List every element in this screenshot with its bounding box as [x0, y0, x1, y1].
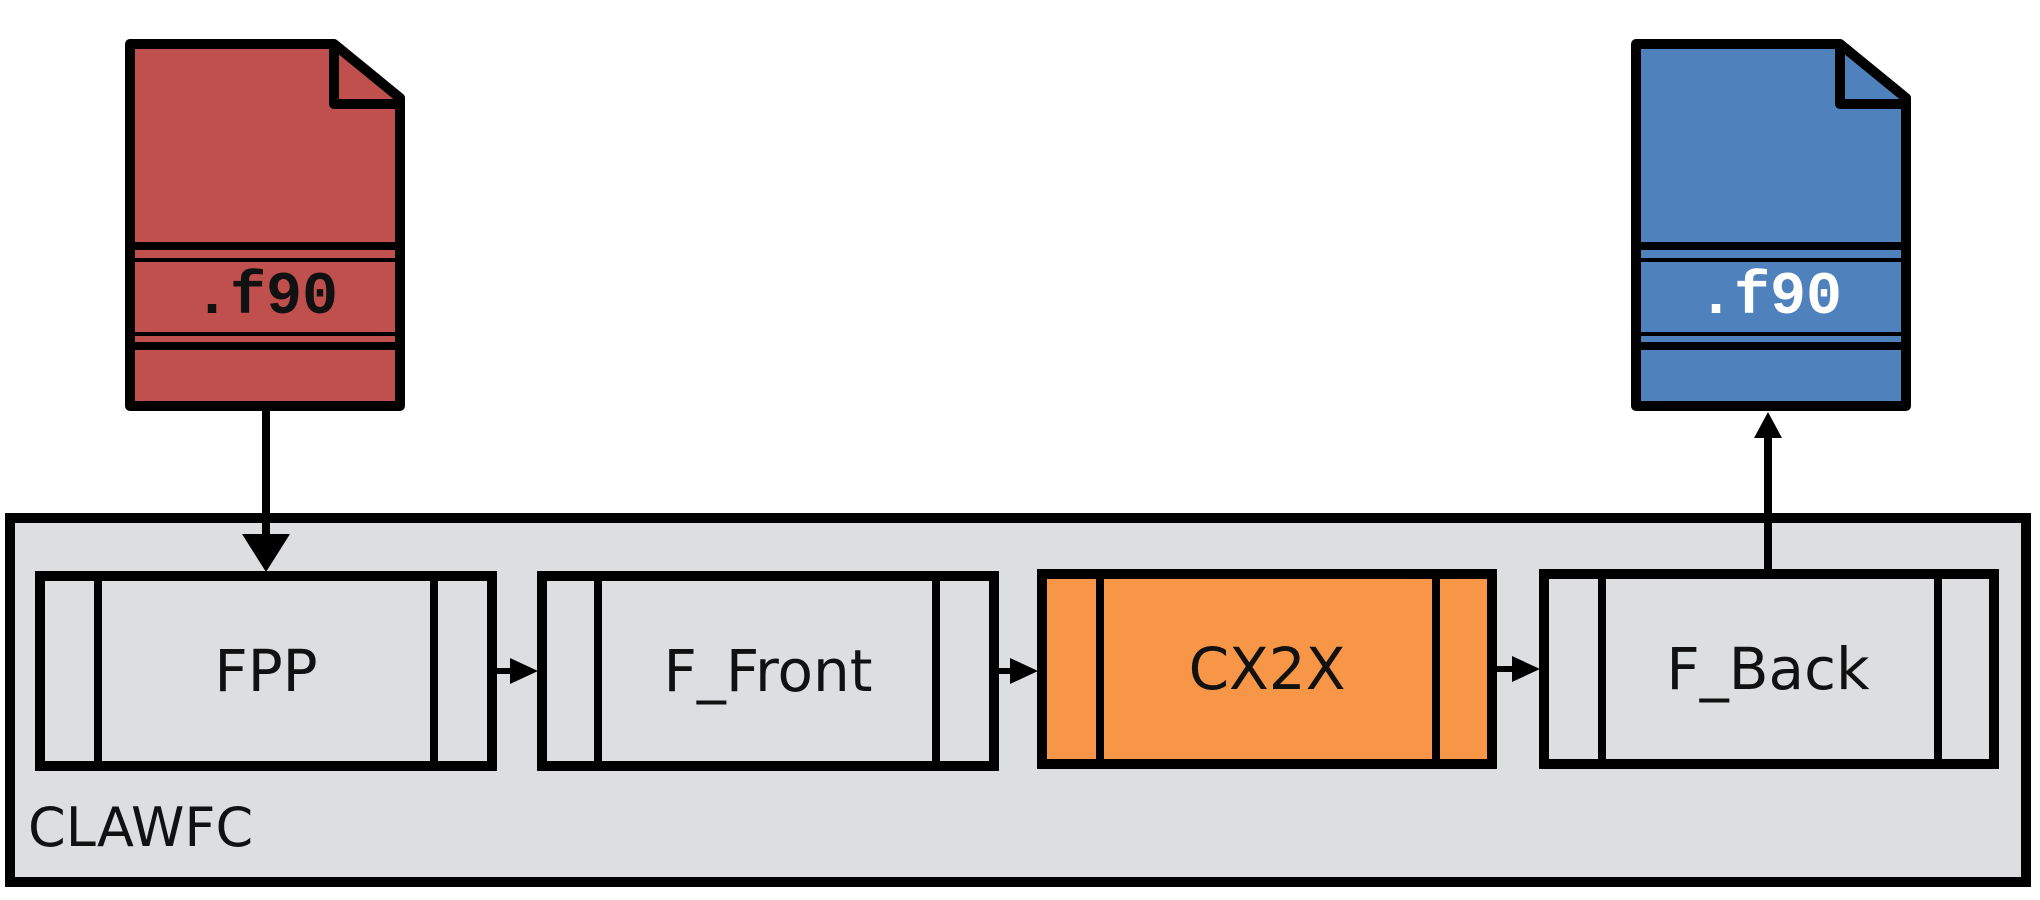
stage-f-front-label: F_Front — [663, 637, 872, 705]
input-document-shape — [125, 39, 405, 411]
stage-f-front-box — [537, 571, 999, 771]
output-file-icon: .f90 — [1631, 39, 1911, 411]
output-document-shape — [1631, 39, 1911, 411]
arrow-fpp-to-f-front — [496, 658, 538, 684]
container-label: CLAWFC — [28, 796, 253, 859]
stage-cx2x-label: CX2X — [1189, 635, 1346, 703]
stage-fpp: FPP — [35, 571, 497, 771]
stage-cx2x: CX2X — [1037, 569, 1497, 769]
arrow-fback-to-output — [1754, 412, 1782, 570]
output-document-fold — [1835, 44, 1906, 109]
stage-f-back: F_Back — [1539, 569, 1999, 769]
arrow-f-front-to-cx2x — [998, 658, 1038, 684]
arrow-cx2x-to-f-back — [1496, 656, 1540, 682]
stage-f-back-box — [1539, 569, 1999, 769]
stage-f-back-label: F_Back — [1666, 635, 1870, 703]
input-file-label: .f90 — [194, 264, 338, 332]
arrow-input-to-fpp — [242, 410, 290, 572]
input-file-icon: .f90 — [125, 39, 405, 411]
stage-f-front: F_Front — [537, 571, 999, 771]
output-file-label: .f90 — [1698, 264, 1842, 332]
input-document-fold — [329, 44, 400, 109]
stage-fpp-box — [35, 571, 497, 771]
stage-cx2x-box — [1037, 569, 1497, 769]
stage-fpp-label: FPP — [214, 637, 317, 705]
